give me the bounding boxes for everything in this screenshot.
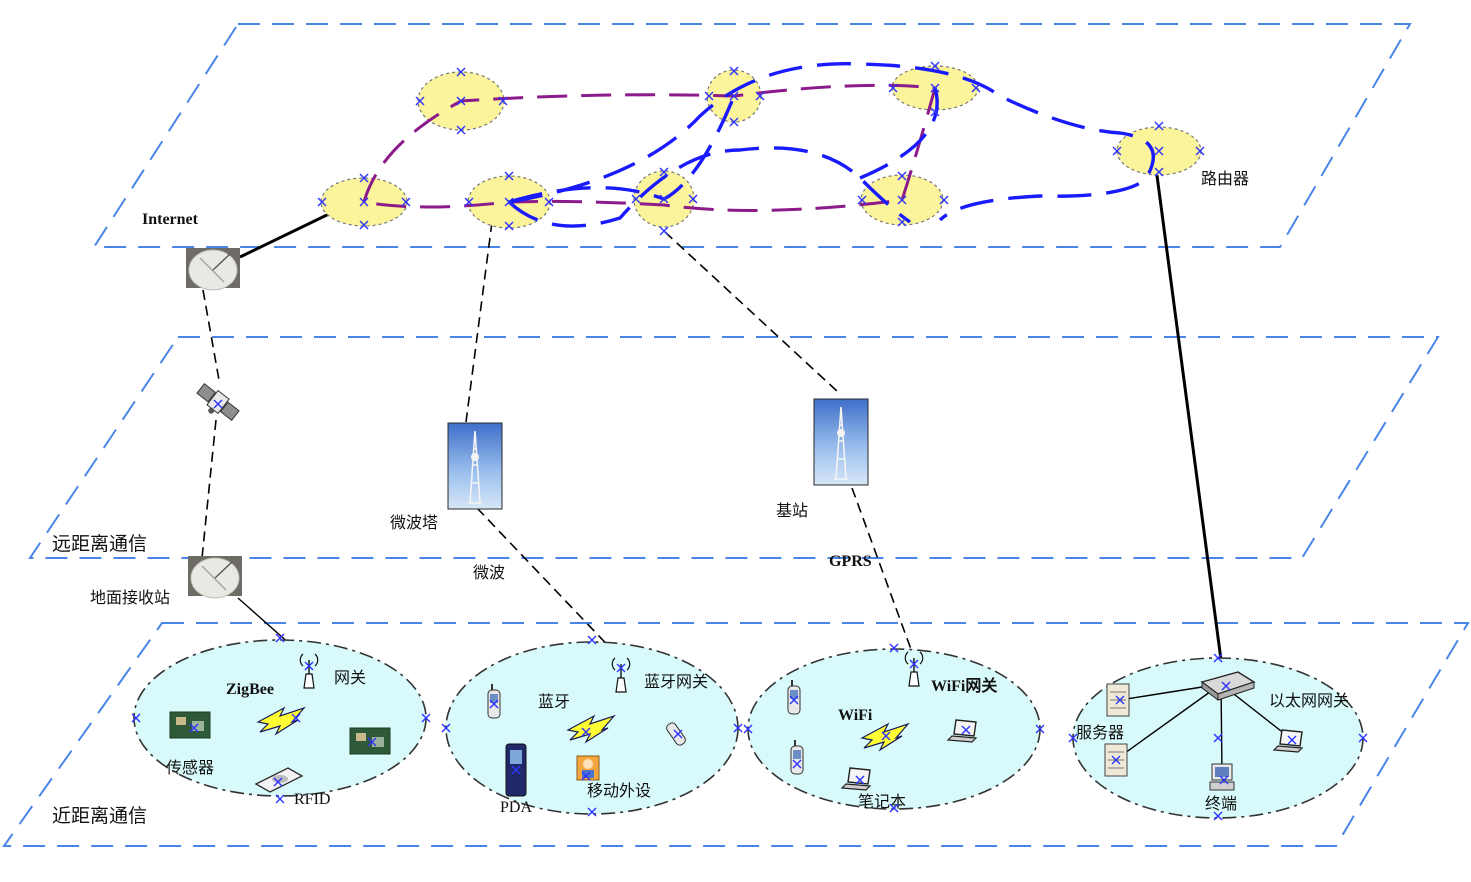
- satellite-icon: [196, 383, 240, 421]
- gprs-to-wifi-link: [851, 487, 913, 653]
- blue-route-b: [507, 146, 911, 228]
- microwave-tower-icon: [447, 422, 503, 510]
- long-range-layer-label: 远距离通信: [52, 533, 147, 555]
- microwave-tower-link: [465, 221, 493, 423]
- short-range-plane: [2, 622, 1470, 847]
- satellite-link-down: [201, 419, 217, 559]
- router-label: 路由器: [1201, 170, 1249, 188]
- ethernet-uplink: [1154, 167, 1223, 661]
- ground-station-label: 地面接收站: [90, 589, 170, 607]
- terminal-icon: [1209, 763, 1235, 791]
- switch-icon: [1200, 671, 1256, 701]
- short-range-layer-label: 近距离通信: [52, 805, 147, 827]
- ethernet-link: [1117, 683, 1222, 759]
- wifi-title: WiFi: [838, 707, 873, 724]
- internet-plane: [92, 23, 1412, 248]
- rfid-label: RFID: [294, 791, 330, 808]
- bluetooth-title: 蓝牙: [538, 693, 570, 711]
- peripheral-icon: [576, 755, 600, 781]
- sensor-label: 传感器: [166, 759, 214, 777]
- internet-label: Internet: [142, 211, 199, 228]
- zigbee-title: ZigBee: [226, 681, 274, 698]
- wifi-gateway-label: WiFi网关: [931, 676, 997, 695]
- terminal-label: 终端: [1205, 795, 1237, 813]
- sensor-board-icon: [349, 727, 391, 755]
- bluetooth-gateway-label: 蓝牙网关: [644, 673, 708, 691]
- satellite-link-up: [202, 289, 220, 381]
- long-range-plane: [28, 336, 1440, 559]
- gprs-link-label: GPRS: [829, 553, 872, 570]
- pda-label: PDA: [500, 799, 532, 816]
- zigbee-gateway-label: 网关: [334, 669, 366, 687]
- satellite-dish-icon: [185, 247, 241, 291]
- microwave-to-bluetooth-link: [476, 507, 619, 657]
- base-station-link: [664, 231, 839, 393]
- purple-route: [362, 83, 937, 212]
- base-station-tower-icon: [813, 398, 869, 486]
- server-icon: [1106, 683, 1130, 717]
- microwave-tower-label: 微波塔: [390, 514, 438, 532]
- laptop-label: 笔记本: [858, 793, 906, 811]
- rfid-reader-icon: [254, 767, 304, 793]
- base-station-label: 基站: [776, 502, 808, 520]
- blue-route-a: [508, 62, 1155, 222]
- microwave-link-label: 微波: [473, 564, 505, 582]
- peripheral-label: 移动外设: [587, 782, 651, 800]
- ethernet-gateway-label: 以太网网关: [1269, 692, 1349, 710]
- sensor-board-icon: [169, 711, 211, 739]
- server-label: 服务器: [1076, 724, 1124, 742]
- ground-station-dish-icon: [187, 555, 243, 599]
